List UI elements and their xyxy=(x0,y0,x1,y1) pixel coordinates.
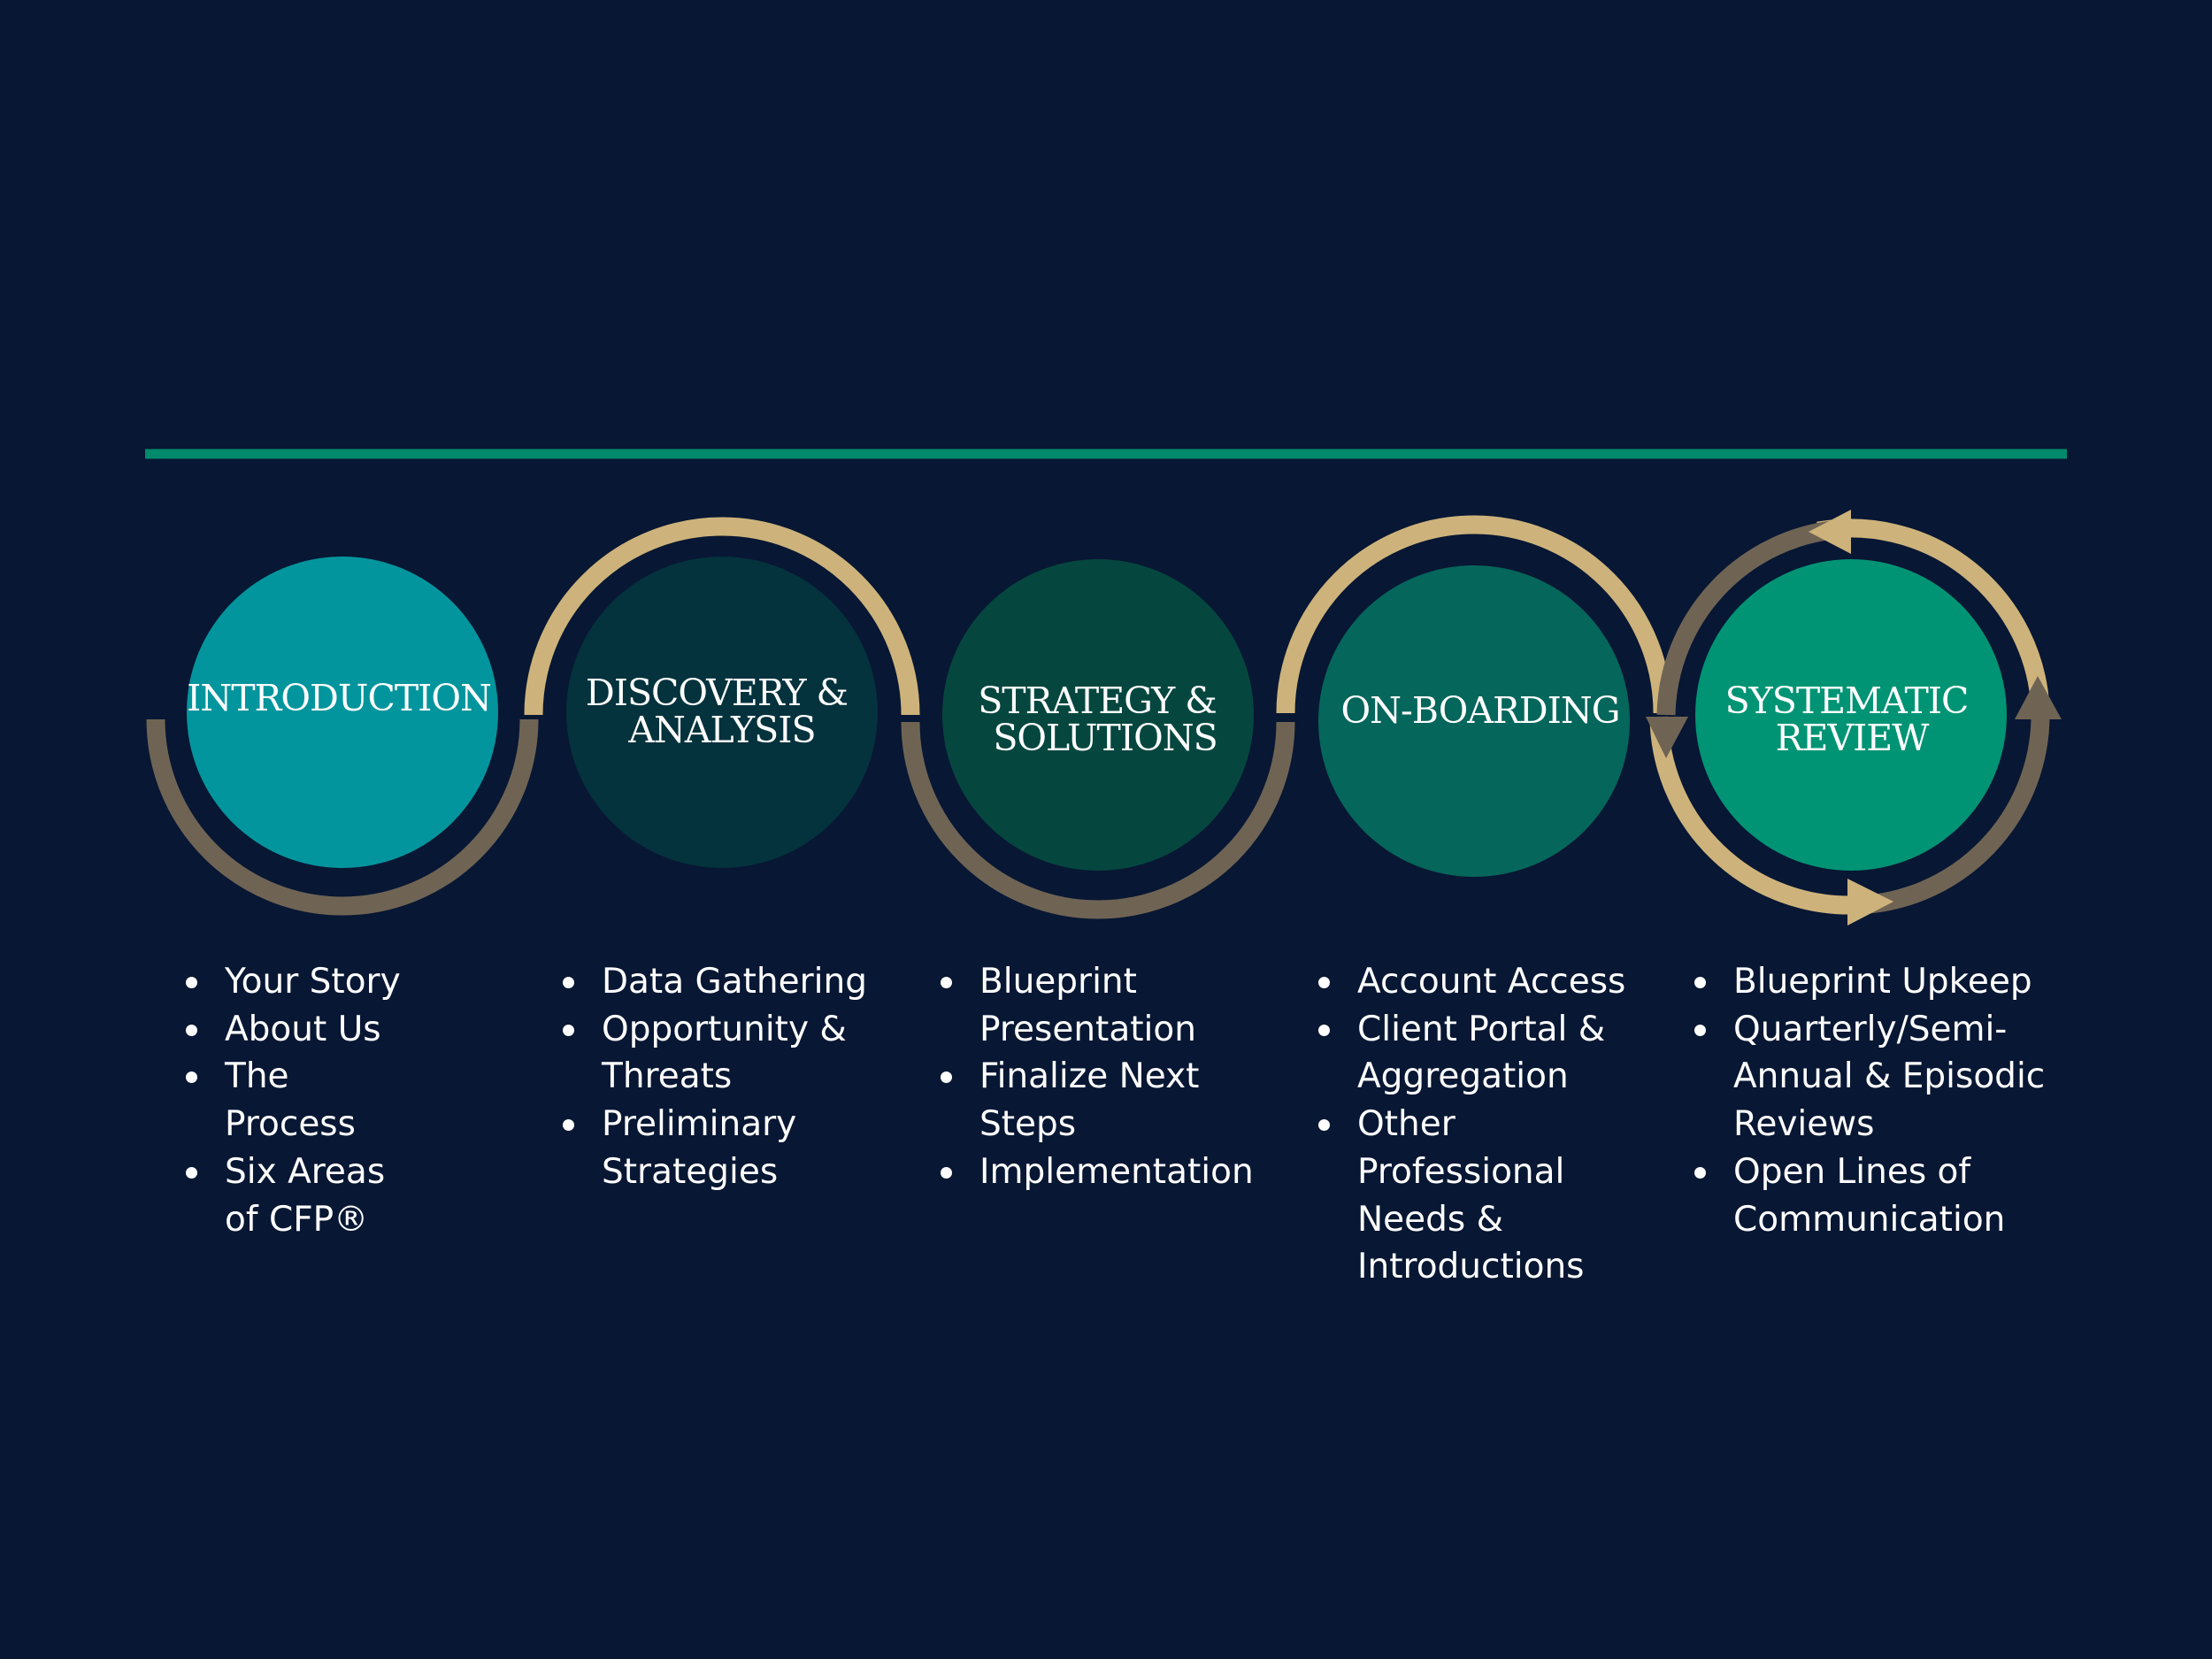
step-title-introduction: INTRODUCTION xyxy=(187,677,491,719)
arc-review-gold-bottom xyxy=(1649,716,1855,915)
step-title-onboarding: ON-BOARDING xyxy=(1340,689,1619,732)
list-item: The Process xyxy=(186,1053,416,1148)
bullet-list-onboarding: Account Access Client Portal & Aggregati… xyxy=(1318,958,1672,1291)
arc-discovery-top xyxy=(524,517,920,716)
list-item: About Us xyxy=(186,1006,416,1054)
step-title-strategy: STRATEGY & SOLUTIONS xyxy=(978,680,1227,759)
step-title-review: SYSTEMATIC REVIEW xyxy=(1725,680,1979,759)
list-item: Implementation xyxy=(941,1148,1268,1196)
list-item: Data Gathering xyxy=(563,958,890,1006)
arc-onboarding-top xyxy=(1276,515,1672,714)
arc-strategy-bottom xyxy=(901,721,1295,919)
list-item: Account Access xyxy=(1318,958,1672,1006)
arc-review-taupe-left xyxy=(1656,519,1841,716)
bullet-list-discovery: Data Gathering Opportunity & Threats Pre… xyxy=(563,958,890,1196)
arrow-up-icon xyxy=(2015,676,2062,719)
list-item: Your Story xyxy=(186,958,416,1006)
bullet-list-review: Blueprint Upkeep Quarterly/Semi-Annual &… xyxy=(1694,958,2048,1243)
step-title-discovery: DISCOVERY & ANALYSIS xyxy=(586,672,858,751)
list-item: Other Professional Needs & Introductions xyxy=(1318,1101,1672,1291)
arc-review-taupe-bottom xyxy=(1853,711,2050,915)
arrow-left-icon xyxy=(1809,510,1851,554)
step-circle-review xyxy=(1695,559,2007,871)
arrow-right-icon xyxy=(1847,879,1893,926)
bullet-list-strategy: Blueprint Presentation Finalize Next Ste… xyxy=(941,958,1268,1196)
bullet-list-introduction: Your Story About Us The Process Six Area… xyxy=(186,958,416,1243)
arrow-down-icon xyxy=(1646,717,1688,758)
step-circle-onboarding xyxy=(1318,565,1630,877)
list-item: Quarterly/Semi-Annual & Episodic Reviews xyxy=(1694,1006,2048,1148)
arc-intro-bottom xyxy=(146,718,539,916)
arc-review-gold-right xyxy=(1816,518,2050,709)
step-circle-strategy xyxy=(942,559,1254,871)
step-circle-discovery xyxy=(566,557,878,868)
list-item: Preliminary Strategies xyxy=(563,1101,890,1195)
list-item: Finalize Next Steps xyxy=(941,1053,1268,1148)
list-item: Six Areas of CFP® xyxy=(186,1148,416,1243)
list-item: Blueprint Presentation xyxy=(941,958,1268,1053)
list-item: Client Portal & Aggregation xyxy=(1318,1006,1672,1101)
step-circle-introduction xyxy=(187,557,498,868)
list-item: Blueprint Upkeep xyxy=(1694,958,2048,1006)
list-item: Opportunity & Threats xyxy=(563,1006,890,1101)
list-item: Open Lines of Communication xyxy=(1694,1148,2048,1243)
